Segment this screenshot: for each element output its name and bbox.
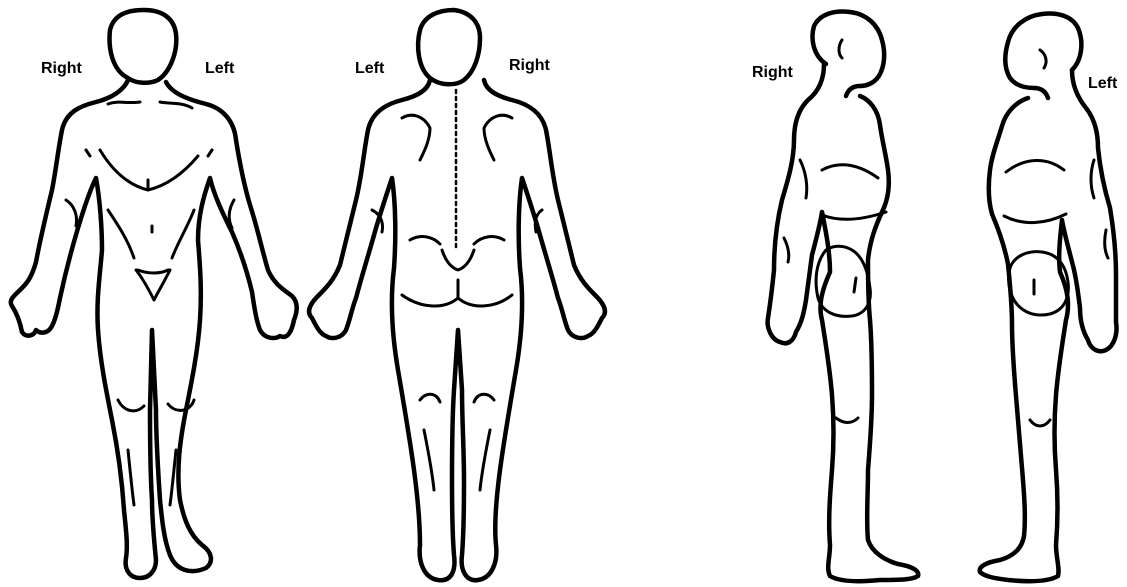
front-abdomen — [108, 210, 194, 258]
back-scapula-left — [402, 115, 430, 160]
front-collarbone — [108, 102, 192, 108]
side-right-chest — [822, 165, 886, 220]
side-view-right-figure — [768, 12, 919, 582]
side-left-buttock — [1009, 252, 1069, 315]
side-right-knee — [836, 418, 858, 423]
back-view-figure — [309, 10, 605, 580]
front-view-figure — [11, 10, 297, 578]
back-knees — [420, 394, 494, 402]
back-head — [418, 10, 480, 84]
back-buttocks — [402, 250, 512, 306]
front-groin — [136, 270, 170, 300]
side-view-left-figure — [980, 14, 1117, 582]
side-left-arm-detail — [1091, 160, 1108, 258]
side-left-knee — [1030, 420, 1050, 426]
side-right-body-outline — [768, 64, 919, 581]
side-left-body-outline — [980, 70, 1117, 581]
side-left-chest — [1004, 160, 1066, 222]
side-left-ear — [1040, 50, 1046, 68]
side-right-ear — [839, 40, 842, 58]
front-chest — [100, 150, 198, 190]
front-head — [110, 10, 177, 83]
back-calves — [424, 430, 490, 490]
front-torso-outline — [11, 80, 297, 578]
back-scapula-right — [484, 115, 512, 160]
side-right-head — [813, 12, 885, 96]
